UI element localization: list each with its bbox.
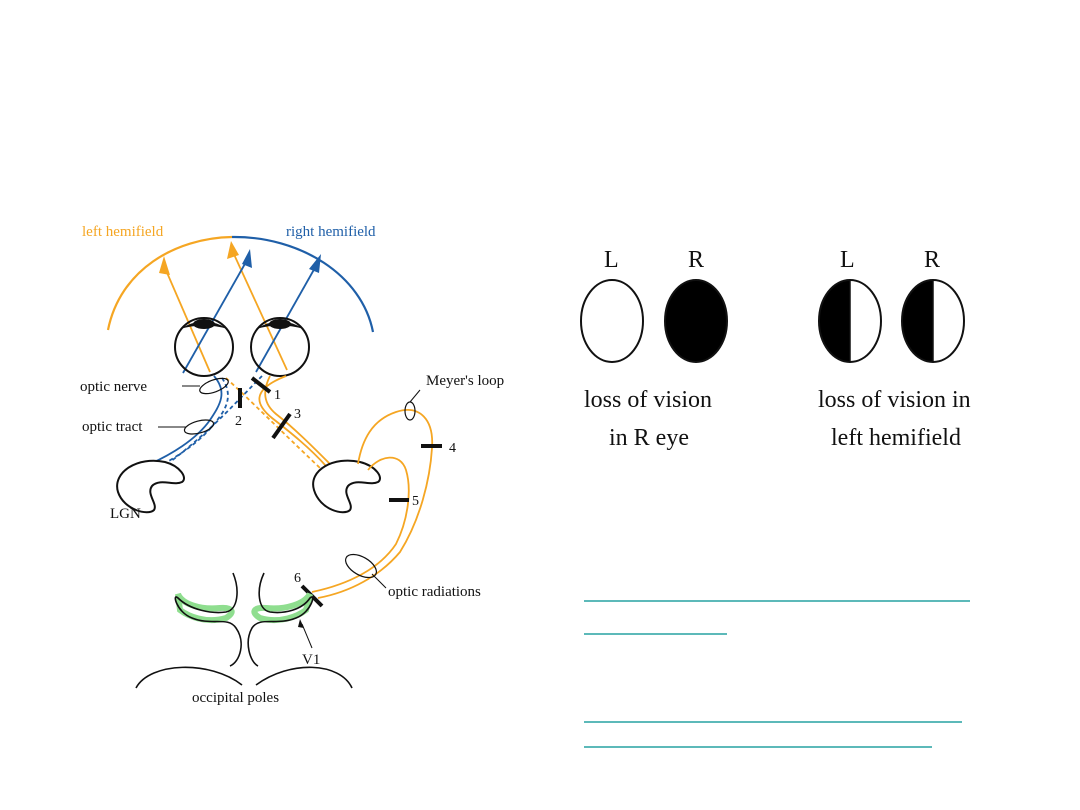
panel-a-left-eye-letter: L bbox=[604, 247, 619, 273]
lgn-label: LGN bbox=[110, 506, 141, 522]
lesion-number-2: 2 bbox=[235, 414, 242, 429]
lgn-left bbox=[116, 459, 185, 514]
v1-label: V1 bbox=[302, 652, 320, 668]
optic-nerve-label: optic nerve bbox=[80, 379, 147, 395]
orange-ray-right-eye bbox=[231, 249, 288, 371]
optic-tract-marker bbox=[183, 419, 215, 435]
blue-ray-left-eye bbox=[182, 261, 247, 374]
link-lines bbox=[584, 600, 970, 748]
radiation-inner-path bbox=[311, 456, 410, 593]
blue-arrowhead-right bbox=[309, 254, 321, 273]
right-hemifield-label: right hemifield bbox=[286, 224, 376, 240]
right-hemisphere-base bbox=[255, 666, 353, 689]
lesion-number-1: 1 bbox=[274, 388, 281, 403]
lesion-bar-1 bbox=[250, 376, 272, 394]
left-hemisphere-base bbox=[135, 666, 243, 689]
optic-radiations-marker bbox=[345, 553, 377, 579]
lesion-number-4: 4 bbox=[449, 441, 456, 456]
panel-a-left-field bbox=[580, 279, 644, 363]
panel-b-caption-line1: loss of vision in bbox=[818, 387, 971, 413]
orange-arrowhead-center bbox=[227, 241, 239, 259]
orange-arrowhead-left bbox=[159, 256, 170, 275]
lesion-number-5: 5 bbox=[412, 494, 419, 509]
optic-tract-label: optic tract bbox=[82, 419, 143, 435]
v1-highlight-left bbox=[175, 592, 235, 624]
right-eye-blue-crossing-dashed bbox=[169, 375, 263, 463]
right-hemisphere-outline bbox=[247, 572, 314, 667]
panel-b-right-field bbox=[901, 279, 965, 363]
visual-field-panel-b: L R loss of vision in left hemifield bbox=[818, 247, 971, 451]
panel-b-left-field bbox=[818, 279, 882, 363]
meyers-loop-label: Meyer's loop bbox=[426, 373, 504, 389]
v1-highlight-right bbox=[251, 592, 313, 624]
left-eye bbox=[174, 317, 234, 377]
orange-ray-left-eye bbox=[164, 267, 211, 373]
right-eye bbox=[250, 317, 310, 377]
optic-nerve-marker bbox=[199, 377, 229, 395]
panel-a-right-field bbox=[664, 279, 728, 363]
lesion-number-3: 3 bbox=[294, 407, 301, 422]
meyers-loop-pointer bbox=[409, 389, 421, 403]
left-eye-orange-crossing-dashed bbox=[225, 377, 321, 469]
right-hemifield-arc bbox=[231, 235, 375, 333]
panel-a-right-eye-letter: R bbox=[688, 247, 704, 273]
panel-a-caption-line1: loss of vision bbox=[584, 387, 712, 413]
visual-field-panel-a: L R loss of vision in R eye bbox=[580, 247, 728, 451]
occipital-poles-label: occipital poles bbox=[192, 690, 279, 706]
left-hemifield-arc bbox=[106, 235, 233, 331]
lgn-right bbox=[312, 459, 381, 514]
panel-b-left-eye-letter: L bbox=[840, 247, 855, 273]
v1-pointer bbox=[301, 623, 313, 649]
optic-radiations-pointer bbox=[371, 573, 387, 589]
panel-a-caption-line2: in R eye bbox=[609, 425, 689, 451]
lesion-bar-3 bbox=[271, 412, 292, 440]
v1-pointer-arrowhead bbox=[298, 619, 304, 628]
panel-b-right-eye-letter: R bbox=[924, 247, 940, 273]
occipital-lobes: V1 occipital poles bbox=[135, 572, 353, 706]
left-hemisphere-outline bbox=[174, 572, 242, 667]
lesion-number-6: 6 bbox=[294, 571, 301, 586]
visual-pathway-diagram: left hemifield right hemifield bbox=[80, 224, 504, 706]
left-hemifield-label: left hemifield bbox=[82, 224, 164, 240]
left-eye-blue-nerve bbox=[149, 375, 223, 465]
meyers-loop-path bbox=[317, 409, 433, 599]
optic-radiations-label: optic radiations bbox=[388, 584, 481, 600]
panel-b-caption-line2: left hemifield bbox=[831, 425, 961, 451]
